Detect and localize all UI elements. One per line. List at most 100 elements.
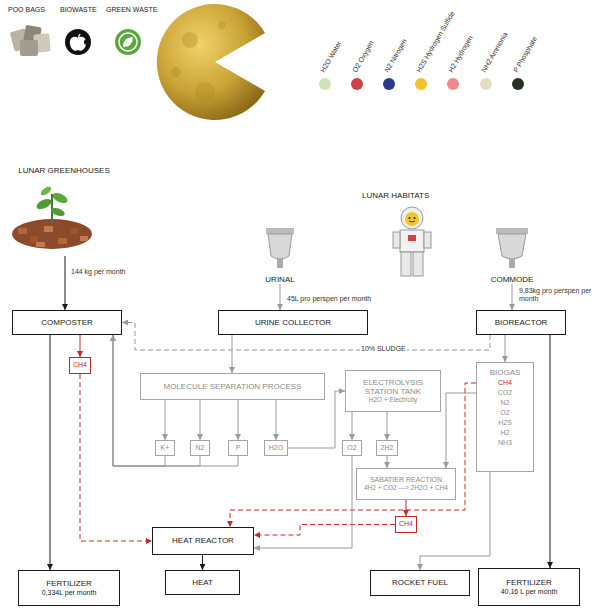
gas-list-box: BIOGASCH4CO2N2O2H2SH2NH3 — [476, 362, 534, 472]
output-box: ROCKET FUEL — [370, 570, 470, 596]
flow-connector — [50, 335, 51, 570]
molecule-tag: P — [228, 440, 248, 456]
flow-connector — [254, 525, 395, 536]
flow-connector — [387, 456, 388, 468]
poo-bags-icon — [10, 25, 51, 56]
node-text: ELECTROLYSIS STATION TANK — [351, 378, 435, 396]
node-text: ROCKET FUEL — [392, 578, 448, 587]
flow-connector — [280, 284, 281, 310]
node-text: BIOGAS — [490, 367, 521, 378]
astronaut-figure — [393, 207, 431, 276]
output-box: FERTILIZER0,334L per month — [18, 570, 120, 606]
node-text: HEAT REACTOR — [172, 536, 234, 545]
flow-connector — [352, 412, 353, 440]
node-text: NH3 — [498, 438, 512, 448]
gas-tag: CH4 — [395, 516, 417, 533]
molecule-tag: O2 — [342, 440, 362, 456]
node-text: O2 — [500, 408, 509, 418]
molecule-tag: 2H2 — [376, 440, 398, 456]
legend-text: O2 Oxygen — [351, 39, 376, 74]
node-text: 4H2 + CO2 ---> 2H2O + CH4 — [364, 484, 448, 491]
caption-label: BIOWASTE — [60, 6, 97, 13]
flow-label: 10% SLUDGE — [360, 345, 407, 353]
node-text: H2S — [498, 418, 512, 428]
flow-connector — [238, 400, 239, 440]
urinal-icon — [266, 228, 294, 268]
node-text: K+ — [161, 444, 170, 452]
flow-connector — [232, 335, 233, 373]
caption-label: LUNAR HABITATS — [362, 191, 429, 200]
legend-text: N2 Nitrogen — [383, 38, 409, 74]
flow-connector — [65, 256, 66, 310]
legend-swatch — [319, 78, 331, 90]
node-text: N2 — [196, 444, 205, 452]
node-text: 0,334L per month — [42, 589, 97, 597]
flow-label: 45L pro perspen per month — [286, 295, 372, 303]
flow-connector — [505, 335, 506, 362]
legend-swatch — [351, 78, 363, 90]
node-text: P — [236, 444, 241, 452]
flow-connector — [113, 335, 200, 466]
flow-connector — [80, 335, 81, 357]
legend-text: H2 Hydrogen — [447, 34, 475, 74]
legend-swatch — [383, 78, 395, 90]
flow-connector — [550, 335, 551, 568]
caption-label: GREEN WASTE — [106, 6, 157, 13]
output-box: HEAT — [165, 570, 240, 595]
flow-label: 144 kg per month — [70, 268, 126, 276]
legend-text: P Phosphate — [512, 35, 539, 74]
source-icon: COMMODE — [480, 222, 544, 284]
greenhouse-soil-plant — [12, 185, 92, 249]
node-text: 2H2 — [381, 444, 394, 452]
process-box: SABATIER REACTION4H2 + CO2 ---> 2H2O + C… — [356, 468, 456, 500]
legend-swatch — [415, 78, 427, 90]
molecule-tag: H2O — [264, 440, 288, 456]
flow-connector — [512, 284, 513, 310]
source-icon: LUNAR GREENHOUSES — [6, 166, 122, 256]
node-text: FERTILIZER — [506, 578, 552, 587]
flow-label: 9,83kg pro perspen per month — [518, 287, 594, 304]
flow-connector — [446, 393, 476, 468]
node-text: COMPOSTER — [41, 318, 93, 327]
source-icon: URINAL — [250, 222, 310, 284]
node-text: COMMODE — [491, 275, 534, 284]
node-text: URINAL — [265, 275, 294, 284]
node-text: URINE COLLECTOR — [255, 318, 331, 327]
moon-pacman — [157, 4, 265, 120]
node-text: CO2 — [498, 388, 512, 398]
node-text: H2O — [269, 444, 283, 452]
node-text: H2O + Electricity — [369, 396, 418, 403]
node-text: FERTILIZER — [46, 579, 92, 588]
process-box: URINE COLLECTOR — [218, 310, 368, 335]
legend-text: H2O Water — [319, 40, 343, 74]
node-text: BIOREACTOR — [495, 318, 548, 327]
node-text: LUNAR GREENHOUSES — [18, 166, 110, 175]
process-box: HEAT REACTOR — [152, 527, 254, 555]
molecule-tag: K+ — [155, 440, 175, 456]
legend-swatch — [447, 78, 459, 90]
node-text: 40,16 L per month — [501, 588, 558, 596]
node-text: HEAT — [192, 578, 213, 587]
biowaste-icon — [65, 29, 91, 55]
gas-tag: CH4 — [69, 357, 91, 374]
node-text: CH4 — [498, 378, 512, 388]
caption-label: POO BAGS — [8, 6, 45, 13]
flow-connector — [387, 412, 388, 440]
flow-connector — [254, 456, 352, 548]
flow-connector — [406, 500, 407, 516]
flow-connector — [202, 555, 203, 570]
node-text: CH4 — [399, 520, 413, 528]
legend-swatch — [480, 78, 492, 90]
node-text: O2 — [347, 444, 356, 452]
flow-connector — [200, 400, 201, 440]
process-box: MOLECULE SEPARATION PROCESS — [140, 373, 325, 400]
legend-text: NH2 Ammonia — [480, 31, 509, 74]
flow-connector — [165, 400, 166, 440]
green-waste-icon — [115, 29, 141, 55]
legend-swatch — [512, 78, 524, 90]
commode-icon — [496, 228, 528, 268]
output-box: FERTILIZER40,16 L per month — [478, 568, 580, 606]
flow-connector — [276, 400, 277, 440]
